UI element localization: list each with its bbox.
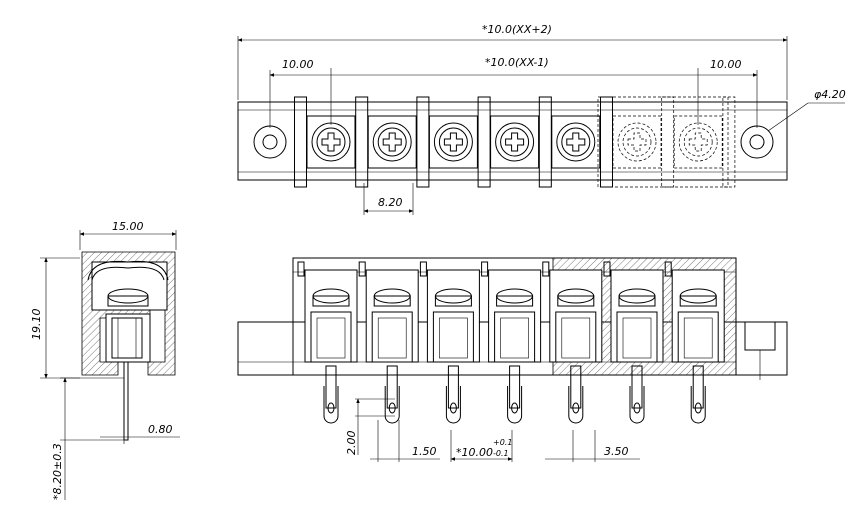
dim-pitch-label: *10.00 (456, 446, 493, 459)
barrier-wall (294, 96, 307, 188)
front-terminal (297, 261, 358, 424)
dim-pin-thickness-label: 0.80 (148, 423, 173, 436)
dim-screw-width-label: 8.20 (378, 196, 403, 209)
screw-cell (551, 115, 601, 169)
dim-pin-length-label: *8.20±0.3 (51, 443, 64, 500)
dim-side-height: 19.10 (30, 257, 80, 379)
barrier-walls (294, 96, 736, 188)
barrier-wall (538, 96, 552, 188)
left-mount-hole (253, 125, 287, 159)
barrier-wall (355, 96, 369, 188)
screw-cell (612, 115, 662, 169)
dim-end-right: 10.00 (710, 58, 742, 71)
barrier-wall (416, 96, 430, 188)
dim-pitch-tol-plus: +0.1 (493, 438, 512, 447)
dim-screw-width: 8.20 (363, 183, 414, 215)
dim-side-width: 15.00 (79, 220, 177, 250)
barrier-wall (661, 96, 675, 188)
dim-pin-offset-label: 3.50 (604, 445, 629, 458)
dim-pin-width-label: 1.50 (412, 445, 437, 458)
dim-pin-slot-label: 2.00 (345, 431, 358, 456)
front-terminal (664, 261, 725, 424)
front-terminals (297, 261, 725, 424)
dim-inner-span: *10.0(XX-1) (269, 56, 758, 128)
top-view: *10.0(XX+2) *10.0(XX-1) 10.00 10.00 φ4.2… (237, 23, 846, 215)
front-terminal (603, 261, 664, 424)
dim-pitch-tol-minus: -0.1 (493, 449, 509, 458)
dim-side-height-label: 19.10 (30, 309, 43, 341)
dim-end-left-label: 10.00 (282, 58, 314, 71)
dim-mount-hole-label: φ4.20 (814, 88, 846, 101)
dim-mount-hole: φ4.20 (767, 88, 846, 132)
barrier-wall (477, 96, 491, 188)
dim-pin-offset: 3.50 (545, 430, 640, 462)
screw-cell (673, 115, 723, 169)
dim-pin-length: *8.20±0.3 (51, 377, 124, 500)
screw-cell (490, 115, 540, 169)
dim-side-width-label: 15.00 (112, 220, 144, 233)
barrier-wall (600, 96, 613, 188)
screw-cells (306, 115, 723, 169)
front-terminal (542, 261, 603, 424)
dim-end-right-label: 10.00 (710, 58, 742, 71)
dim-pin-thickness: 0.80 (100, 423, 180, 444)
dim-pitch: *10.00 +0.1 -0.1 (450, 430, 513, 462)
dim-inner-span-label: *10.0(XX-1) (485, 56, 549, 69)
barrier-wall (722, 96, 736, 188)
front-terminal (481, 261, 542, 424)
dim-overall-length: *10.0(XX+2) (237, 23, 788, 100)
dim-pin-width: 1.50 (370, 420, 440, 462)
dim-overall-length-label: *10.0(XX+2) (482, 23, 552, 36)
screw-cell (367, 115, 417, 169)
front-view: 2.00 1.50 *10.00 +0.1 -0.1 3.50 (237, 257, 788, 462)
dim-end-left: 10.00 (282, 58, 314, 71)
front-terminal (419, 261, 480, 424)
dim-pin-slot: 2.00 (345, 398, 395, 456)
screw-cell (428, 115, 478, 169)
side-view: 15.00 19.10 0.80 *8.20±0.3 (30, 220, 180, 500)
front-terminal (358, 261, 419, 424)
